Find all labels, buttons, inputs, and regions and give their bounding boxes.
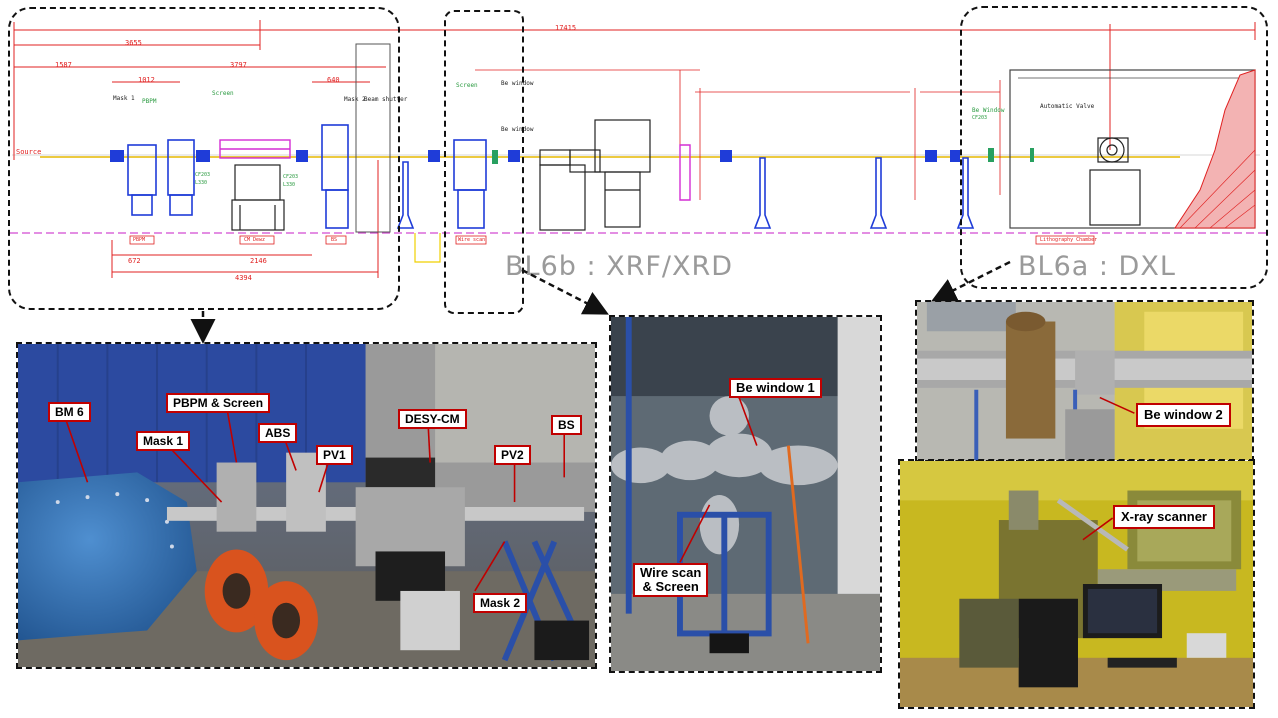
callout-leaders-bl6b <box>679 391 758 563</box>
callout-abs: ABS <box>258 423 298 443</box>
callout-desy-cm: DESY-CM <box>398 409 467 429</box>
schematic-dimension: 1012 <box>138 76 155 84</box>
schematic-dimension: 2146 <box>250 257 267 265</box>
photo-bm6-scene <box>18 344 595 667</box>
stand-tag: PBPM <box>133 237 146 243</box>
component-label: Automatic Valve <box>1040 103 1095 110</box>
component-label: Be window <box>501 126 534 133</box>
focus-box-bl6a <box>960 6 1268 289</box>
photo-panel-bl6a: Be window 2 <box>915 300 1254 462</box>
callout-leaders-bm6 <box>64 406 566 592</box>
focus-box-bl6b <box>444 10 524 314</box>
callout-leaders-scanner <box>1082 517 1114 541</box>
beamline-schematic <box>10 20 1268 278</box>
focus-box-frontend <box>8 7 400 310</box>
callout-x-ray-scanner: X-ray scanner <box>1113 505 1215 529</box>
component-label: Mask 2 <box>344 96 366 103</box>
schematic-dimension: 4394 <box>235 274 252 282</box>
callout-mask2: Mask 2 <box>473 593 528 613</box>
schematic-dimension: 1587 <box>55 61 72 69</box>
callout-wire-scan-screen: Wire scan & Screen <box>633 563 709 597</box>
flange-label: CF203 <box>283 174 299 180</box>
schematic-dimension: 672 <box>128 257 141 265</box>
callout-bm6: BM 6 <box>48 402 91 422</box>
flange-label: CF203 <box>195 172 211 178</box>
photo-bl6a-scene <box>917 302 1252 460</box>
callout-pv2: PV2 <box>494 445 531 465</box>
component-label: Be window <box>501 80 534 87</box>
schematic-dimension: 3797 <box>230 61 247 69</box>
schematic-dimension: 640 <box>327 76 340 84</box>
callout-pbpm-screen: PBPM & Screen <box>166 393 271 413</box>
photo-panel-scanner: X-ray scanner <box>898 459 1255 709</box>
source-label: Source <box>16 148 42 156</box>
component-label: Screen <box>212 90 234 97</box>
stand-tag: Lithography Chamber <box>1040 237 1098 243</box>
photo-panel-bm6: BM 6 PBPM & Screen Mask 1 ABS PV1 DESY-C… <box>16 342 597 669</box>
component-label: PBPM <box>142 98 157 105</box>
callout-pv1: PV1 <box>316 445 353 465</box>
component-label: Screen <box>456 82 478 89</box>
flange-label: CF203 <box>972 115 988 121</box>
component-label: Beam shutter <box>364 96 408 103</box>
flange-label: L330 <box>283 182 296 188</box>
flange-label: L330 <box>195 180 208 186</box>
photo-panel-bl6b: Be window 1 Wire scan & Screen <box>609 315 882 673</box>
callout-be-window-2: Be window 2 <box>1136 403 1231 427</box>
photo-bl6b-scene <box>611 317 880 671</box>
callout-leaders-bl6a <box>1099 396 1135 414</box>
component-label: Mask 1 <box>113 95 135 102</box>
stand-tag: Wire scan <box>458 237 486 243</box>
callout-bs: BS <box>551 415 582 435</box>
component-label: Be Window <box>972 107 1005 114</box>
beamline-label-bl6a: BL6a : DXL <box>1018 251 1176 282</box>
beamline-label-bl6b: BL6b : XRF/XRD <box>505 251 734 282</box>
callout-mask1: Mask 1 <box>136 431 191 451</box>
callout-be-window-1: Be window 1 <box>729 378 822 398</box>
stand-tag: CM Dewz <box>244 237 266 243</box>
photo-scanner-scene <box>900 461 1253 707</box>
schematic-dimension: 3655 <box>125 39 142 47</box>
stand-tag: BS <box>331 237 338 243</box>
schematic-dimension: 17415 <box>555 24 577 32</box>
